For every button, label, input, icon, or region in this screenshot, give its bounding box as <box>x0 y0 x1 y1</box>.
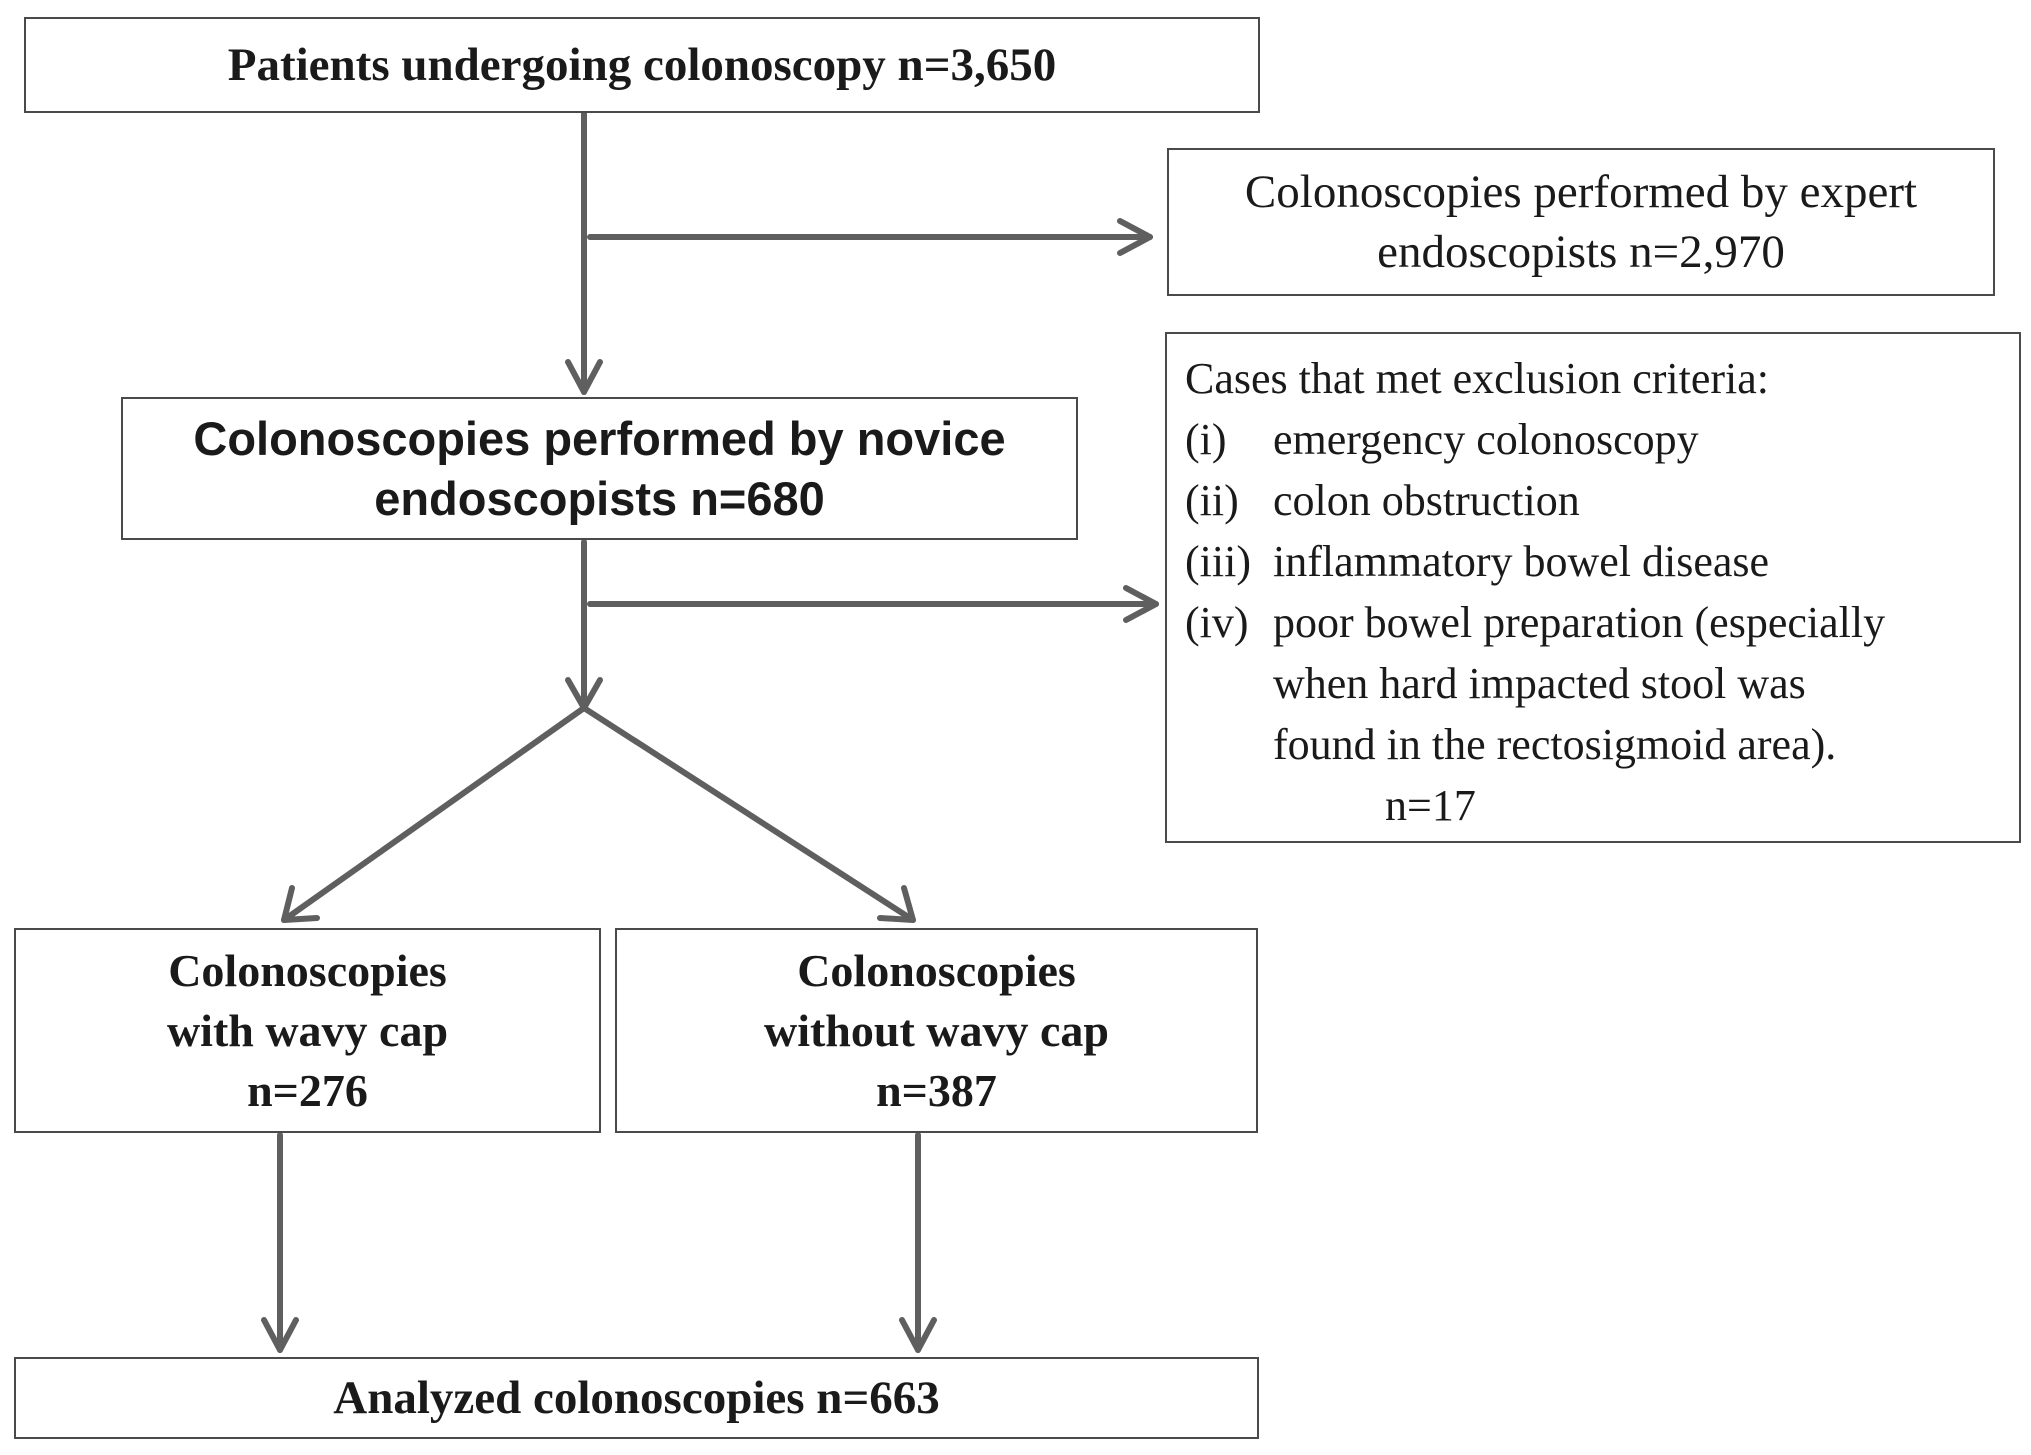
without-wavy-cap-box: Colonoscopies without wavy cap n=387 <box>615 928 1258 1133</box>
without-cap-count: n=387 <box>876 1064 997 1116</box>
exclusion-count: n=17 <box>1385 781 1476 830</box>
expert-label-line1: Colonoscopies performed by expert <box>1244 166 1918 218</box>
arrow-split-to-with-cap-head <box>281 885 320 923</box>
analyzed-label: Analyzed colonoscopies n=663 <box>333 1372 940 1424</box>
criterion-item: (iii) inflammatory bowel disease <box>1185 531 1769 592</box>
criterion-text: inflammatory bowel disease <box>1273 537 1770 586</box>
criterion-number: (iii) <box>1185 537 1251 586</box>
criterion-item: (iv) poor bowel preparation (especially <box>1185 592 1885 653</box>
arrow-split-to-without-cap <box>581 705 916 923</box>
expert-endoscopists-box: Colonoscopies performed by expert endosc… <box>1167 148 1995 296</box>
novice-label-line2: endoscopists n=680 <box>374 471 825 525</box>
criterion-text: poor bowel preparation (especially <box>1273 598 1886 647</box>
criterion-number: (ii) <box>1185 476 1239 525</box>
without-cap-line2: without wavy cap <box>763 1004 1110 1056</box>
criterion-text: colon obstruction <box>1273 476 1580 525</box>
criterion-item: (i) emergency colonoscopy <box>1185 409 1699 470</box>
with-cap-line1: Colonoscopies <box>168 944 447 996</box>
arrow-with-cap-to-analyzed-head <box>261 1317 299 1353</box>
criterion-continuation: when hard impacted stool was <box>1273 659 1806 708</box>
expert-label-line2: endoscopists n=2,970 <box>1377 226 1785 278</box>
with-wavy-cap-box: Colonoscopies with wavy cap n=276 <box>14 928 601 1133</box>
arrow-to-expert-head <box>1117 218 1153 256</box>
criterion-continuation: found in the rectosigmoid area). <box>1273 720 1837 769</box>
arrow-split-to-without-cap-head <box>877 885 916 923</box>
criterion-text: emergency colonoscopy <box>1273 415 1699 464</box>
patients-label: Patients undergoing colonoscopy n=3,650 <box>227 39 1057 91</box>
criterion-number: (iv) <box>1185 598 1249 647</box>
arrow-patients-to-novice-head <box>565 359 603 395</box>
with-cap-count: n=276 <box>247 1064 368 1116</box>
exclusion-criteria-box: Cases that met exclusion criteria: (i) e… <box>1165 332 2021 843</box>
without-cap-line1: Colonoscopies <box>797 944 1076 996</box>
novice-label-line1: Colonoscopies performed by novice <box>193 411 1006 465</box>
exclusion-header: Cases that met exclusion criteria: <box>1185 354 1770 403</box>
arrow-without-cap-to-analyzed-head <box>899 1317 937 1353</box>
arrow-to-exclusion-head <box>1123 585 1159 623</box>
with-cap-line2: with wavy cap <box>166 1004 449 1056</box>
novice-endoscopists-box: Colonoscopies performed by novice endosc… <box>121 397 1078 540</box>
patients-box: Patients undergoing colonoscopy n=3,650 <box>24 17 1260 113</box>
analyzed-box: Analyzed colonoscopies n=663 <box>14 1357 1259 1439</box>
criterion-number: (i) <box>1185 415 1227 464</box>
arrow-split-to-with-cap <box>281 705 587 923</box>
criterion-item: (ii) colon obstruction <box>1185 470 1580 531</box>
